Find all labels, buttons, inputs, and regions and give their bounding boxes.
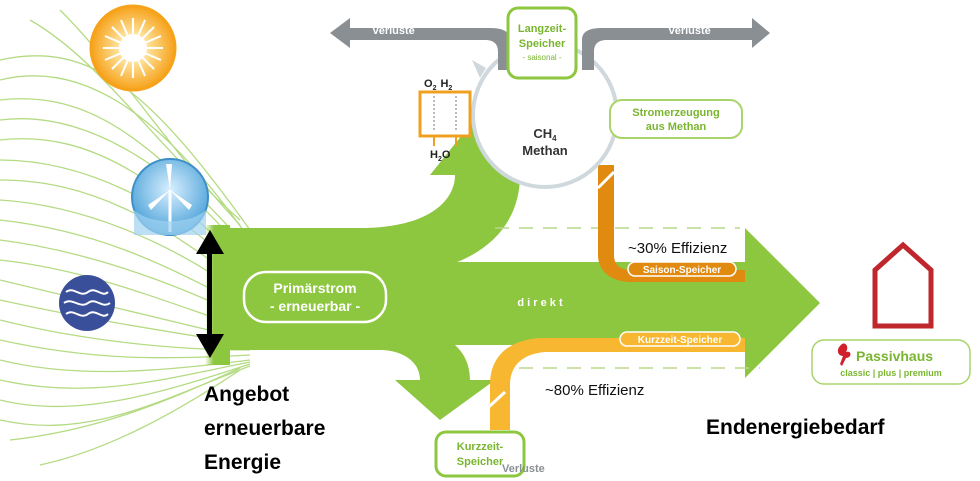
primary-power-pill xyxy=(242,270,388,324)
demand-label: Endenergiebedarf xyxy=(706,416,886,439)
power-methane-line2: aus Methan xyxy=(646,121,707,133)
short-term-storage-box xyxy=(434,430,526,478)
h2o-label: H2O xyxy=(430,149,451,163)
short-term-label: Kurzzeit-Speicher xyxy=(638,335,723,346)
short-term-box-line1: Kurzzeit- xyxy=(457,441,504,453)
passivhaus-title: Passivhaus xyxy=(856,348,933,364)
dashed-guides xyxy=(495,227,760,369)
loss-right-label: Verluste xyxy=(668,25,711,37)
long-term-line3: - saisonal - xyxy=(522,53,561,62)
passivhaus-badge xyxy=(811,339,971,385)
sun-icon xyxy=(89,4,177,92)
power-methane-line1: Stromerzeugung xyxy=(632,107,719,119)
short-term-flow xyxy=(478,338,745,430)
supply-line2: erneuerbare xyxy=(204,417,325,440)
direct-label: d i r e k t xyxy=(517,297,563,309)
house-icon xyxy=(872,241,934,329)
primary-power-line1: Primärstrom xyxy=(273,280,356,296)
passivhaus-sub: classic | plus | premium xyxy=(840,368,942,378)
electrolysis-icon xyxy=(418,90,472,146)
short-term-box-line2: Speicher xyxy=(457,456,504,468)
wind-turbine-icon xyxy=(131,158,209,236)
loss-left-label: Verluste xyxy=(372,25,415,37)
loss-bottom-label: Verluste xyxy=(502,463,545,475)
long-term-storage-box xyxy=(506,6,578,80)
seasonal-label: Saison-Speicher xyxy=(643,265,721,276)
methane-name: Methan xyxy=(522,143,568,158)
long-term-line1: Langzeit- xyxy=(518,23,567,35)
double-arrow-icon xyxy=(196,230,224,358)
supply-line3: Energie xyxy=(204,451,281,474)
supply-line1: Angebot xyxy=(204,383,289,406)
wave-icon xyxy=(59,275,115,331)
short-term-efficiency: ~80% Effizienz xyxy=(545,382,644,399)
short-term-label-pill xyxy=(619,331,741,347)
primary-power-line2: - erneuerbar - xyxy=(270,298,361,314)
long-term-line2: Speicher xyxy=(519,38,566,50)
methane-formula: CH4 xyxy=(533,126,557,143)
seasonal-label-pill xyxy=(627,261,737,277)
seasonal-efficiency: ~30% Effizienz xyxy=(628,240,727,257)
power-from-methane-box xyxy=(609,99,743,139)
text-layer: Verluste Verluste Verluste Langzeit- Spe… xyxy=(204,23,942,475)
